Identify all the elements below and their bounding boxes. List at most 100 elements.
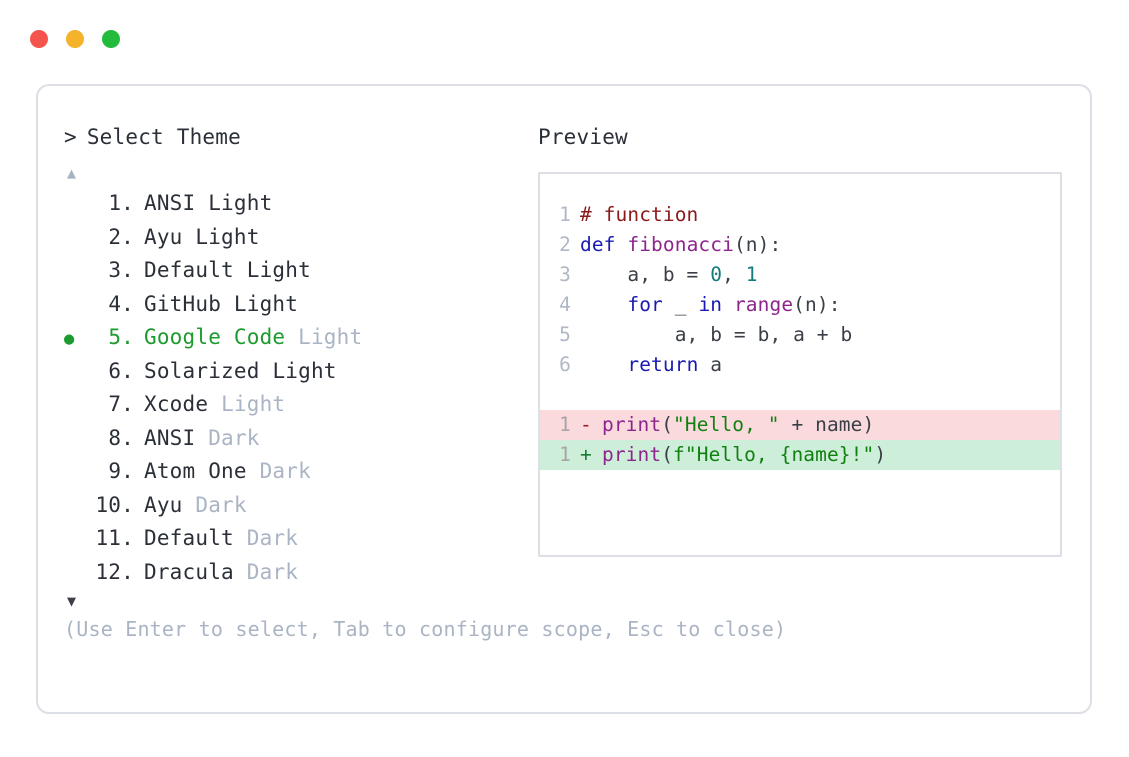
minimize-dot[interactable] [66,30,84,48]
theme-list[interactable]: ●1.ANSI Light ● 2. Ayu Light ● 3. Default Ligh… [64,188,534,590]
code-token: return [627,353,699,376]
theme-item-name: Default [144,258,247,282]
theme-item-variant: Dark [246,559,299,584]
code-token: f"Hello, {name}!" [673,443,875,466]
diff-added-line: 1+print(f"Hello, {name}!") [540,440,1060,470]
code-token: (n): [793,293,841,316]
theme-item-index: 10. [95,492,134,517]
code-token: a, b = b, a + b [580,323,853,346]
theme-list-item[interactable]: ●11.Default Dark [64,523,534,557]
prompt-caret-icon: > [64,125,77,149]
keyboard-hint: (Use Enter to select, Tab to configure s… [64,617,787,641]
theme-item-index: 11. [95,526,134,550]
maximize-dot[interactable] [102,30,120,48]
code-token: + name [779,413,863,436]
code-token: ( [661,443,674,466]
theme-item-name: Solarized [144,358,273,383]
theme-item-variant: Light [233,291,299,316]
theme-item-variant: Light [195,224,260,249]
prompt-header: > Select Theme [64,122,534,152]
theme-item-name: GitHub [144,291,234,316]
theme-list-item[interactable]: ● 6. Solarized Light [64,356,534,390]
theme-list-item[interactable]: ●2.Ayu Light [64,222,534,256]
line-number: 3 [559,263,571,286]
selected-bullet-icon: ● [64,559,90,591]
code-line-text: # function [580,200,1060,230]
code-token: ) [862,413,875,436]
theme-item-name: Ayu [144,224,196,249]
code-token: , [722,263,746,286]
scroll-down-arrow-icon[interactable]: ▼ [67,592,77,610]
window-titlebar [30,30,120,48]
selected-bullet-icon: ● [64,358,90,390]
theme-item-index: 3. [108,258,134,282]
code-line: 1# function [540,200,1060,230]
selected-bullet-icon: ● [64,291,90,323]
code-token: in [698,293,723,316]
theme-item-variant: Light [298,325,363,349]
theme-item-index: 8. [108,425,134,450]
theme-item-name: Atom One [144,459,260,483]
line-number: 1 [559,413,571,436]
theme-list-item[interactable]: ●1.ANSI Light [64,188,534,222]
line-number: 4 [559,293,571,316]
theme-list-item[interactable]: ●10.Ayu Dark [64,490,534,524]
theme-item-variant: Light [246,258,311,282]
code-spacer [540,380,1060,410]
code-token: _ [662,293,699,316]
code-token: def [580,233,628,256]
code-line-text: a, b = 0, 1 [580,260,1060,290]
theme-item-name: ANSI [144,191,209,215]
code-line: 3 a, b = 0, 1 [540,260,1060,290]
line-number: 5 [559,323,571,346]
close-dot[interactable] [30,30,48,48]
theme-list-item[interactable]: ●8.ANSI Dark [64,423,534,457]
theme-list-item[interactable]: ●7.Xcode Light [64,389,534,423]
code-line: 4 for _ in range(n): [540,290,1060,320]
theme-list-item[interactable]: ●4.GitHub Light [64,289,534,323]
theme-item-variant: Dark [195,492,247,517]
selected-bullet-icon: ● [64,329,75,349]
code-line: 6 return a [540,350,1060,380]
code-token: 0 [710,263,723,286]
code-token: a [698,353,723,376]
code-token: ) [874,443,887,466]
code-token: 1 [745,263,758,286]
scroll-up-arrow-icon[interactable]: ▲ [67,164,77,182]
code-line: 5 a, b = b, a + b [540,320,1060,350]
theme-item-index: 6. [108,358,134,383]
code-token: # function [580,203,699,226]
theme-item-variant: Light [208,191,273,215]
selected-bullet-icon: ● [64,525,90,557]
theme-item-name: Google Code [144,325,299,349]
theme-item-index: 5. [108,325,134,349]
theme-list-item[interactable]: ●3.Default Light [64,255,534,289]
theme-item-index: 9. [108,459,134,483]
selected-bullet-icon: ● [64,458,90,490]
theme-item-index: 12. [95,559,134,584]
theme-item-name: Xcode [144,392,222,416]
code-token [580,293,627,316]
code-token: print [602,443,662,466]
theme-item-name: Dracula [144,559,247,584]
theme-list-item[interactable]: ● 9. Atom One Dark [64,456,534,490]
theme-list-item[interactable]: ●12. Dracula Dark [64,557,534,591]
theme-item-variant: Light [272,358,337,383]
diff-minus-icon: - [580,413,592,436]
theme-item-name: ANSI [144,425,209,450]
code-token: print [602,413,662,436]
code-line-text: for _ in range(n): [580,290,1060,320]
theme-item-name: Default [144,526,247,550]
code-token: ( [661,413,674,436]
line-number: 6 [559,353,571,376]
code-token [580,353,627,376]
theme-list-item[interactable]: ● 5. Google Code Light [64,322,534,356]
theme-item-variant: Dark [259,459,311,483]
theme-item-variant: Light [221,392,286,416]
theme-item-index: 2. [108,224,134,249]
